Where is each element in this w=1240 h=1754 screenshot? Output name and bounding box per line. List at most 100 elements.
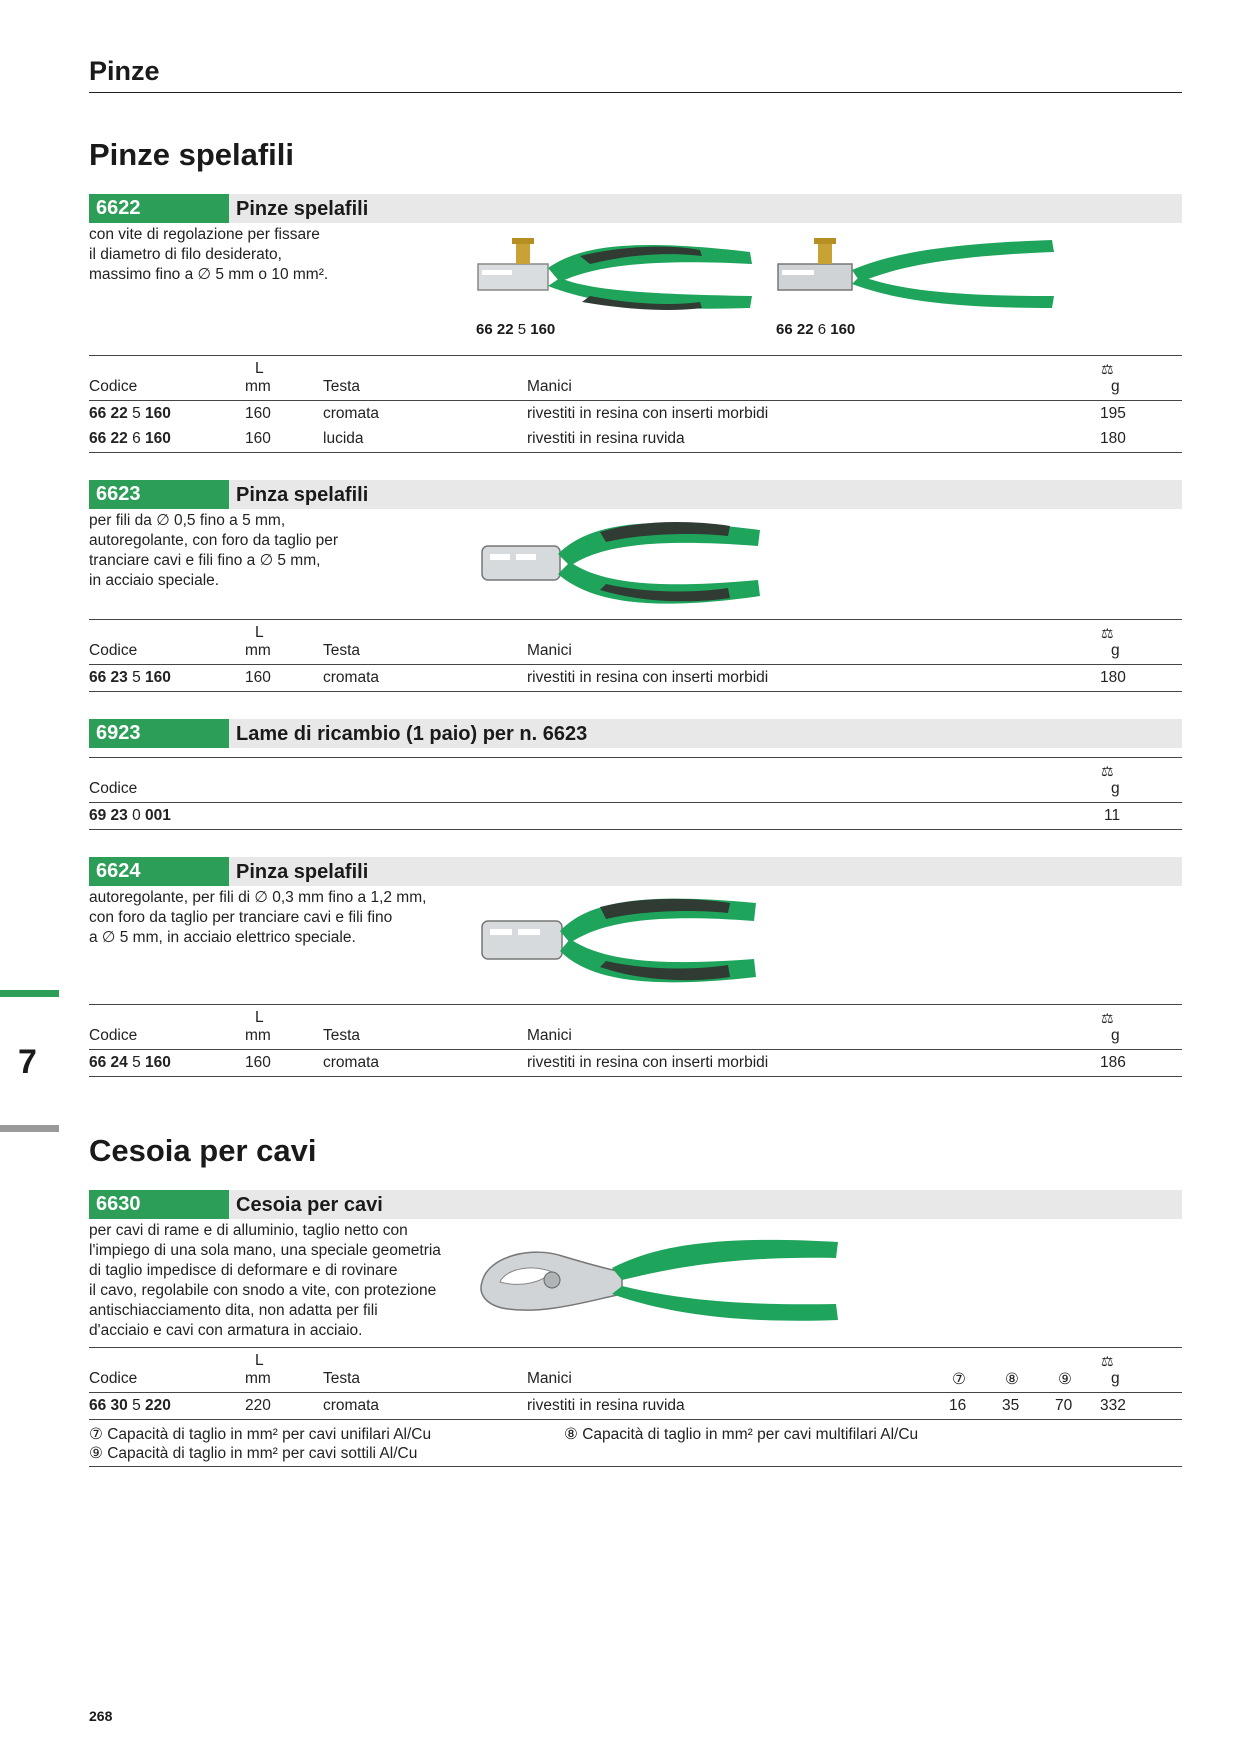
row-weight: 332 — [1100, 1397, 1126, 1414]
desc-line: con foro da taglio per tranciare cavi e … — [89, 909, 393, 926]
product-title: Lame di ricambio (1 paio) per n. 6623 — [236, 723, 588, 745]
desc-line: autoregolante, per fili di ∅ 0,3 mm fino… — [89, 889, 427, 906]
desc-line: per cavi di rame e di alluminio, taglio … — [89, 1222, 408, 1239]
row-testa: lucida — [323, 430, 364, 447]
desc-line: con vite di regolazione per fissare — [89, 226, 320, 243]
chapter-number: 7 — [18, 1043, 37, 1081]
section-title-cesoia-per-cavi: Cesoia per cavi — [89, 1133, 317, 1168]
weight-icon: ⚖ — [1101, 1010, 1114, 1026]
product-description-6622: con vite di regolazione per fissare il d… — [89, 225, 328, 285]
col-g-header: g — [1111, 1370, 1120, 1387]
desc-line: d'acciaio e cavi con armatura in acciaio… — [89, 1322, 363, 1339]
col-mm-header: mm — [245, 378, 271, 395]
row-weight: 195 — [1100, 405, 1126, 422]
product-table-6622: L ⚖ Codice mm Testa Manici g 66 22 5 160… — [89, 355, 1182, 455]
weight-icon: ⚖ — [1101, 361, 1114, 377]
row-manici: rivestiti in resina con inserti morbidi — [527, 1054, 769, 1071]
product-title: Pinza spelafili — [236, 484, 369, 506]
desc-line: il diametro di filo desiderato, — [89, 246, 282, 263]
row-capacity-9: 70 — [1055, 1397, 1073, 1414]
cable-cutter-image — [480, 1239, 838, 1321]
row-manici: rivestiti in resina ruvida — [527, 430, 685, 447]
row-capacity-7: 16 — [949, 1397, 967, 1414]
desc-line: a ∅ 5 mm, in acciaio elettrico speciale. — [89, 929, 356, 946]
row-weight: 186 — [1100, 1054, 1126, 1071]
row-l: 160 — [245, 405, 271, 422]
product-table-6923: ⚖ Codice g 69 23 0 001 11 — [89, 757, 1182, 832]
col-l-header: L — [255, 1352, 264, 1369]
side-tab-divider — [0, 1125, 59, 1132]
page-number: 268 — [89, 1708, 113, 1724]
page-header-title: Pinze — [89, 56, 160, 86]
side-tab-accent — [0, 990, 59, 997]
col-testa-header: Testa — [323, 1027, 361, 1044]
col-manici-header: Manici — [527, 1370, 572, 1387]
desc-line: di taglio impedisce di deformare e di ro… — [89, 1262, 398, 1279]
product-number: 6624 — [89, 857, 229, 886]
desc-line: il cavo, regolabile con snodo a vite, co… — [89, 1282, 437, 1299]
product-number: 6630 — [89, 1190, 229, 1219]
col-l-header: L — [255, 624, 264, 641]
product-description-6623: per fili da ∅ 0,5 fino a 5 mm, autoregol… — [89, 511, 338, 591]
product-band-6630: 6630 Cesoia per cavi — [89, 1190, 1182, 1219]
product-title: Pinze spelafili — [236, 198, 369, 220]
col-codice-header: Codice — [89, 642, 138, 659]
row-weight: 11 — [1104, 807, 1121, 824]
col-g-header: g — [1111, 780, 1120, 797]
col-testa-header: Testa — [323, 378, 361, 395]
footnote-7: ⑦ Capacità di taglio in mm² per cavi uni… — [89, 1426, 432, 1443]
col-mm-header: mm — [245, 642, 271, 659]
desc-line: in acciaio speciale. — [89, 572, 220, 589]
product-table-6630: L ⚖ Codice mm Testa Manici ⑦ ⑧ ⑨ g 66 30… — [89, 1347, 1182, 1467]
col-g-header: g — [1111, 642, 1120, 659]
stripping-pliers-image-1 — [477, 238, 752, 310]
row-weight: 180 — [1100, 669, 1126, 686]
row-code: 66 24 5 160 — [89, 1054, 171, 1071]
col-codice-header: Codice — [89, 1370, 138, 1387]
col-capacity-9-header: ⑨ — [1058, 1371, 1072, 1388]
stripping-pliers-image — [481, 898, 756, 983]
col-mm-header: mm — [245, 1370, 271, 1387]
desc-line: autoregolante, con foro da taglio per — [89, 532, 339, 549]
col-testa-header: Testa — [323, 642, 361, 659]
col-manici-header: Manici — [527, 642, 572, 659]
row-code: 69 23 0 001 — [89, 807, 171, 824]
row-manici: rivestiti in resina con inserti morbidi — [527, 669, 769, 686]
row-testa: cromata — [323, 669, 379, 686]
col-mm-header: mm — [245, 1027, 271, 1044]
row-manici: rivestiti in resina ruvida — [527, 1397, 685, 1414]
product-title: Pinza spelafili — [236, 861, 369, 883]
row-l: 160 — [245, 669, 271, 686]
row-l: 160 — [245, 430, 271, 447]
desc-line: tranciare cavi e fili fino a ∅ 5 mm, — [89, 552, 321, 569]
footnote-8: ⑧ Capacità di taglio in mm² per cavi mul… — [564, 1426, 919, 1443]
col-capacity-8-header: ⑧ — [1005, 1371, 1019, 1388]
product-number: 6923 — [89, 719, 229, 748]
weight-icon: ⚖ — [1101, 625, 1114, 641]
stripping-pliers-image — [481, 522, 760, 604]
row-code: 66 22 6 160 — [89, 430, 171, 447]
row-code: 66 22 5 160 — [89, 405, 171, 422]
row-code: 66 30 5 220 — [89, 1397, 171, 1414]
row-testa: cromata — [323, 1397, 379, 1414]
col-codice-header: Codice — [89, 780, 138, 797]
product-title: Cesoia per cavi — [236, 1194, 383, 1216]
product-number: 6622 — [89, 194, 229, 223]
product-table-6624: L ⚖ Codice mm Testa Manici g 66 24 5 160… — [89, 1004, 1182, 1079]
row-weight: 180 — [1100, 430, 1126, 447]
col-g-header: g — [1111, 1027, 1120, 1044]
header-rule — [89, 92, 1182, 93]
desc-line: antischiacciamento dita, non adatta per … — [89, 1302, 378, 1319]
desc-line: per fili da ∅ 0,5 fino a 5 mm, — [89, 512, 286, 529]
row-manici: rivestiti in resina con inserti morbidi — [527, 405, 769, 422]
col-codice-header: Codice — [89, 378, 138, 395]
col-l-header: L — [255, 360, 264, 377]
row-l: 160 — [245, 1054, 271, 1071]
footnote-9: ⑨ Capacità di taglio in mm² per cavi sot… — [89, 1445, 418, 1462]
product-number: 6623 — [89, 480, 229, 509]
col-g-header: g — [1111, 378, 1120, 395]
product-band-6623: 6623 Pinza spelafili — [89, 480, 1182, 509]
row-l: 220 — [245, 1397, 271, 1414]
col-l-header: L — [255, 1009, 264, 1026]
col-capacity-7-header: ⑦ — [952, 1371, 966, 1388]
